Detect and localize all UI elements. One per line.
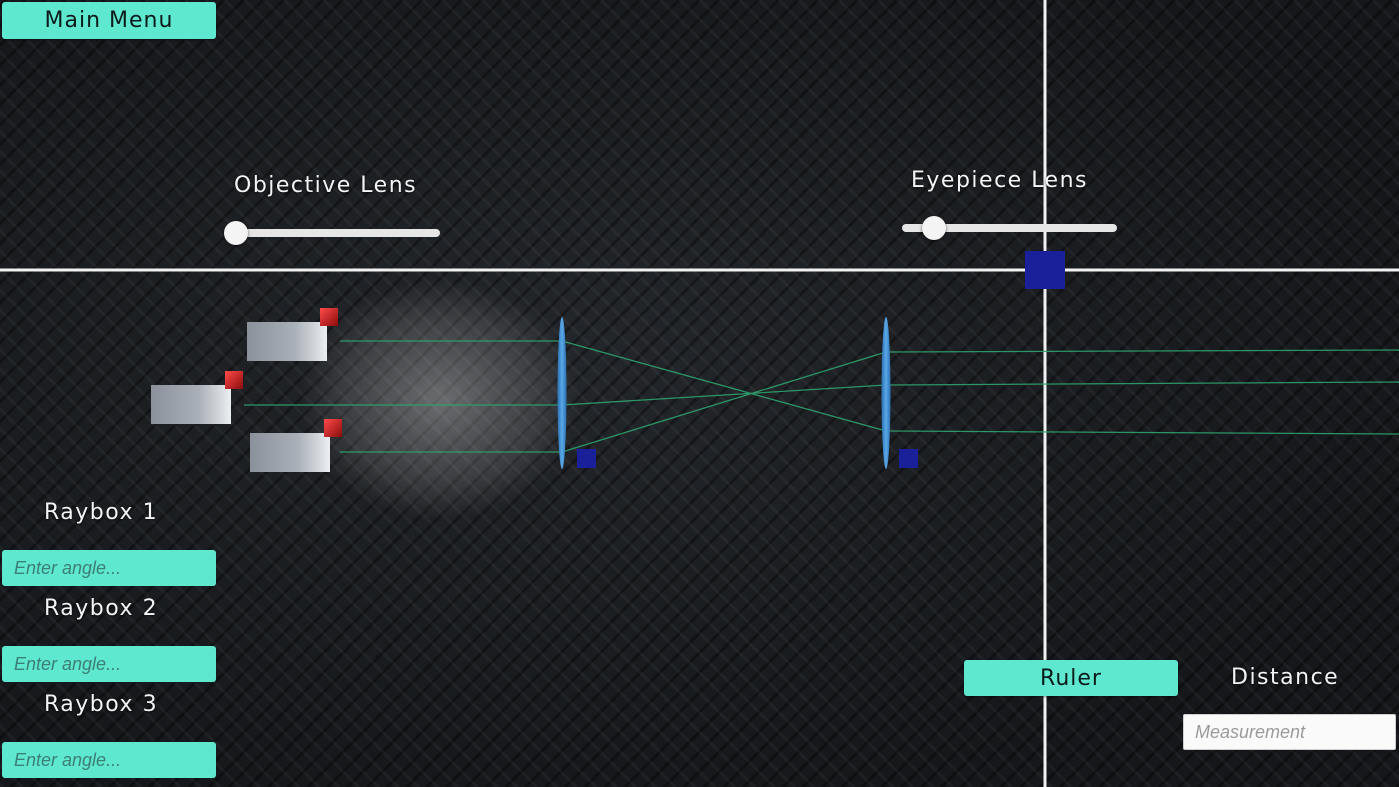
ruler-handle[interactable]: [1025, 251, 1065, 289]
ray-3-refracted: [561, 351, 887, 453]
ray-2-out: [885, 381, 1399, 386]
eyepiece-lens-handle[interactable]: [899, 449, 918, 468]
raybox-1-angle-input[interactable]: [2, 550, 216, 586]
eyepiece-lens-slider[interactable]: [902, 224, 1117, 232]
objective-lens[interactable]: [557, 317, 567, 469]
light-glow: [300, 280, 580, 520]
ray-1-out: [885, 430, 1399, 435]
ruler-button[interactable]: Ruler: [964, 660, 1178, 696]
raybox-2-label: Raybox 2: [44, 596, 159, 621]
raybox-3-emitter: [324, 419, 342, 437]
eyepiece-lens-label: Eyepiece Lens: [911, 168, 1089, 193]
raybox-2-emitter: [225, 371, 243, 389]
objective-lens-handle[interactable]: [577, 449, 596, 468]
objective-lens-slider-knob[interactable]: [224, 221, 248, 245]
raybox-3-body[interactable]: [250, 433, 330, 472]
eyepiece-lens[interactable]: [881, 317, 891, 469]
raybox-1-body[interactable]: [247, 322, 327, 361]
distance-label: Distance: [1231, 665, 1340, 690]
main-menu-button[interactable]: Main Menu: [2, 2, 216, 39]
ray-2-refracted: [561, 384, 887, 406]
raybox-1-label: Raybox 1: [44, 500, 159, 525]
eyepiece-lens-slider-knob[interactable]: [922, 216, 947, 240]
measurement-field[interactable]: [1183, 714, 1396, 750]
raybox-2-body[interactable]: [151, 385, 231, 424]
raybox-3-angle-input[interactable]: [2, 742, 216, 778]
ray-3-out: [885, 349, 1399, 353]
ray-1-refracted: [561, 340, 887, 432]
raybox-3-label: Raybox 3: [44, 692, 159, 717]
raybox-2-angle-input[interactable]: [2, 646, 216, 682]
objective-lens-slider[interactable]: [230, 229, 440, 237]
raybox-1-emitter: [320, 308, 338, 326]
objective-lens-label: Objective Lens: [234, 173, 418, 198]
